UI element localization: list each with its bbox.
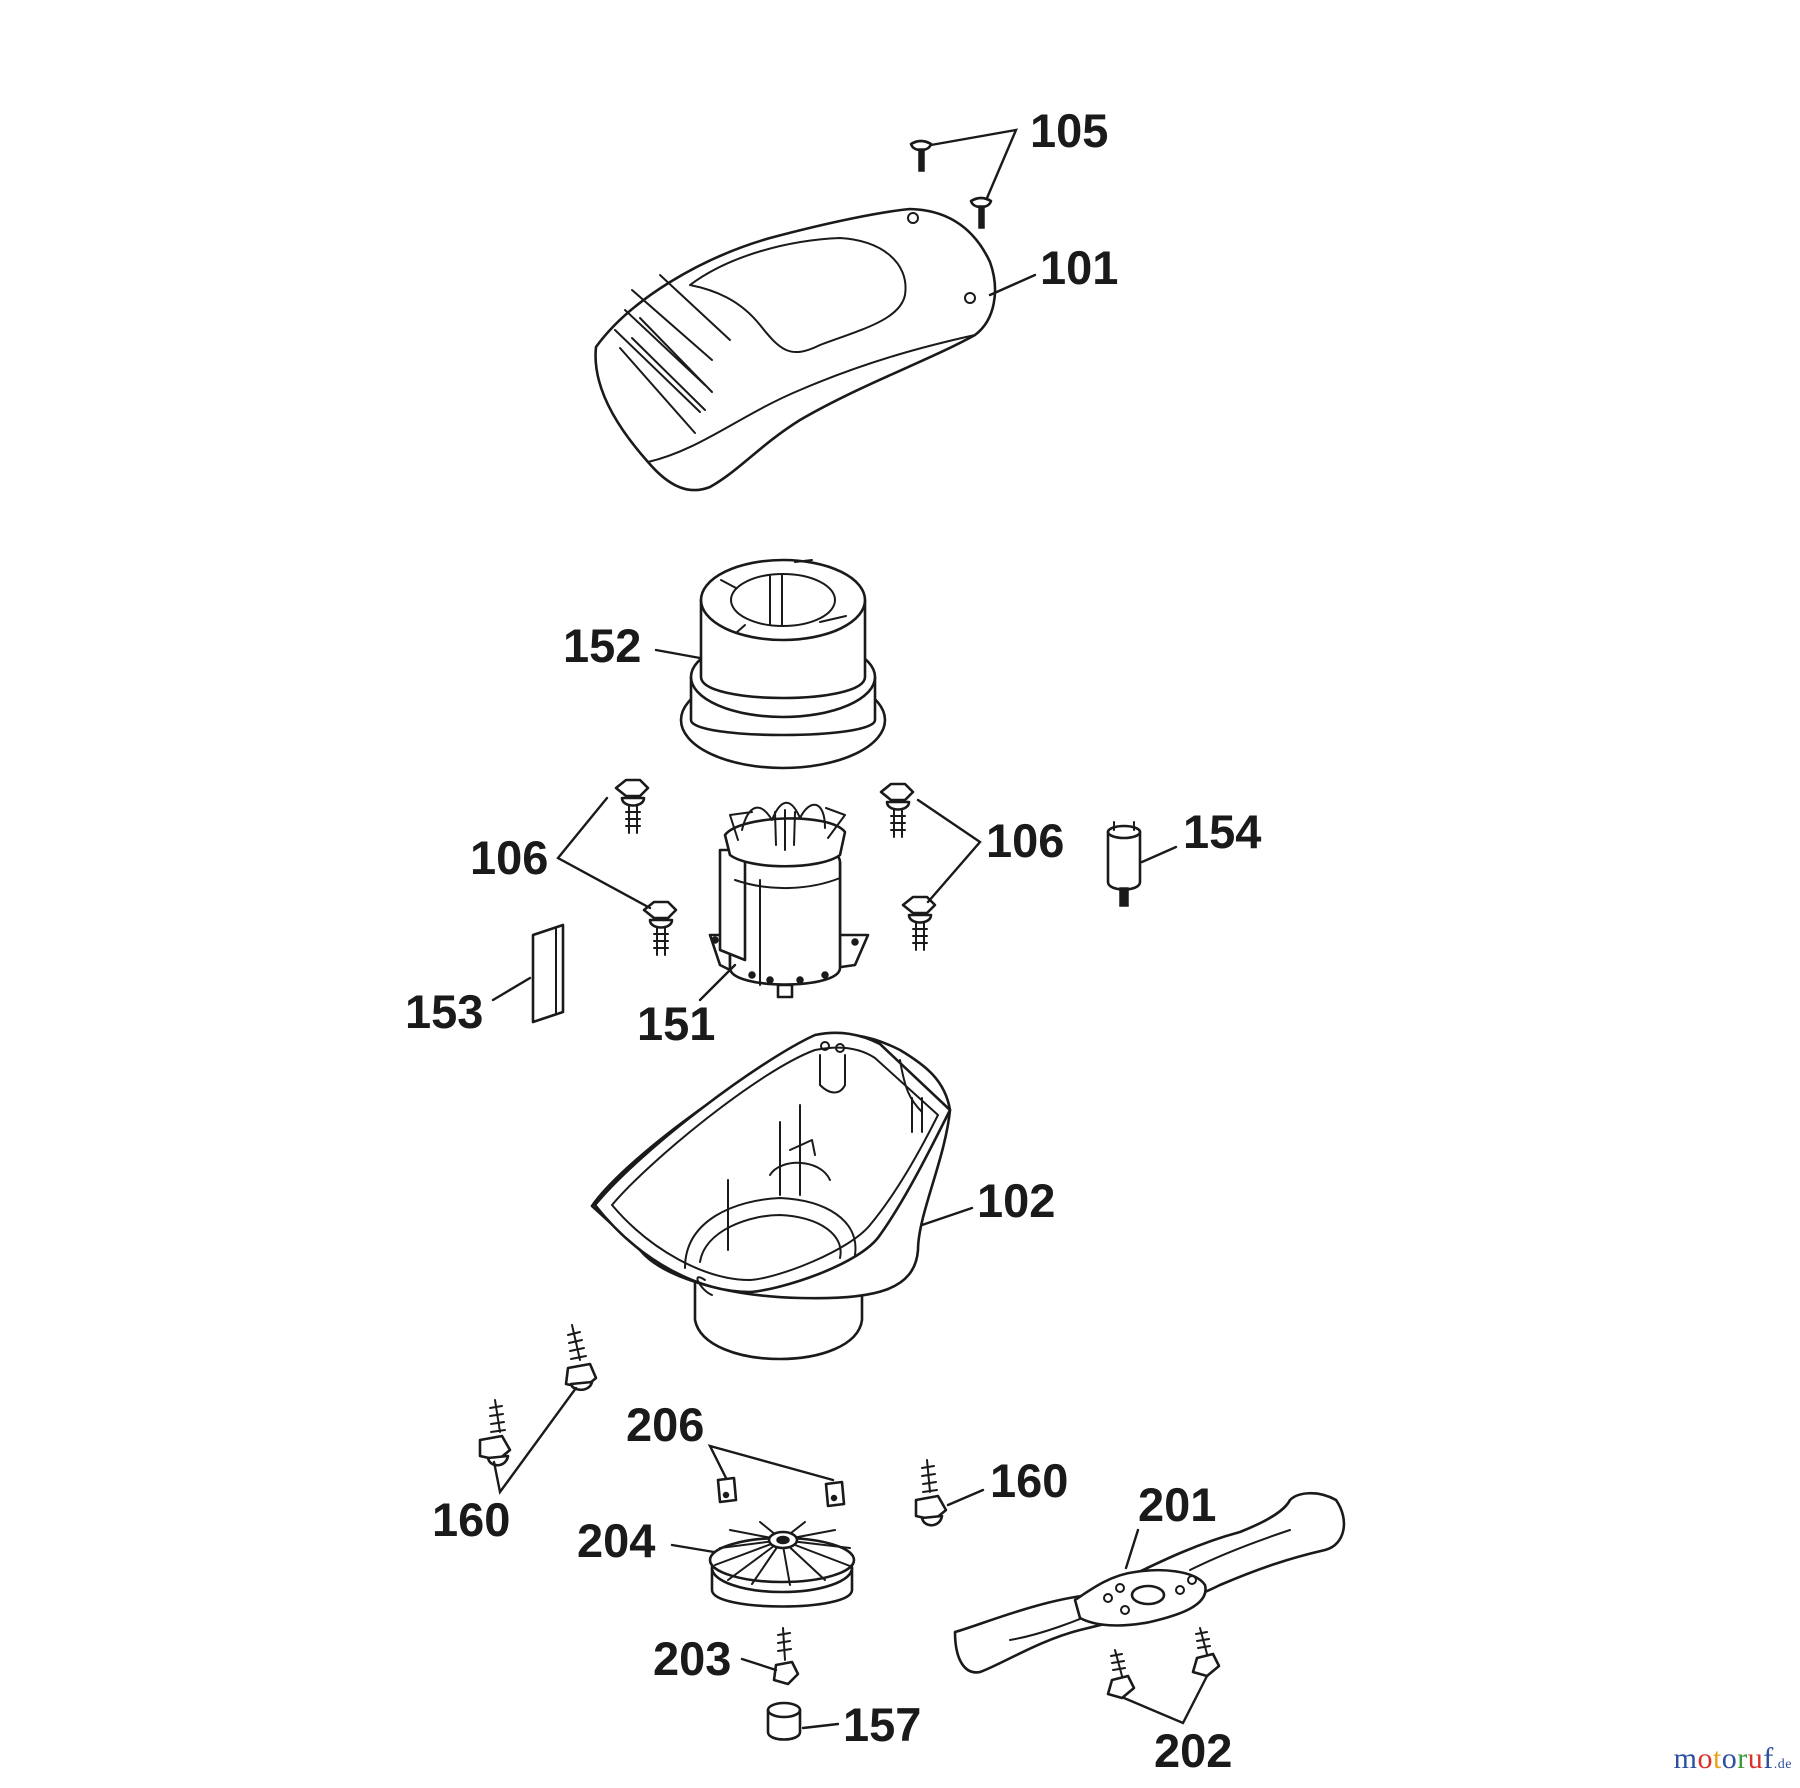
watermark-logo: motoruf.de [1674,1742,1792,1776]
leader-160-right [946,1488,985,1507]
label-160-right: 160 [990,1454,1068,1507]
label-101: 101 [1040,241,1118,294]
label-201: 201 [1138,1478,1216,1531]
label-160-left: 160 [432,1493,510,1546]
leader-106-left [556,796,652,910]
leader-206 [707,1444,835,1482]
label-105: 105 [1030,104,1108,157]
part-201-blade [953,1491,1346,1674]
leader-160-left [492,1386,578,1495]
leader-102 [920,1206,974,1227]
part-102-motor-housing [590,1031,952,1361]
watermark-letter: t [1712,1742,1722,1775]
part-101-top-cover [594,207,997,492]
label-206: 206 [626,1398,704,1451]
part-202-bolt [1191,1627,1221,1678]
part-160-screw [564,1324,598,1392]
watermark-letter: r [1737,1742,1748,1775]
part-153-plate [531,923,565,1024]
part-106-bolt [642,900,678,956]
leader-152 [654,648,702,660]
label-106-left: 106 [470,831,548,884]
part-157-cap [766,1701,802,1741]
part-206-clip [716,1476,738,1504]
label-157: 157 [843,1698,921,1751]
watermark-letter: o [1721,1742,1738,1775]
watermark-letter: f [1763,1742,1774,1775]
label-204: 204 [577,1514,655,1567]
leader-105 [929,128,1018,200]
leader-101 [988,273,1037,297]
label-102: 102 [977,1174,1055,1227]
leader-153 [491,976,532,1002]
part-202-bolt [1106,1649,1136,1700]
leader-204 [670,1543,716,1554]
part-106-bolt [879,782,915,838]
part-154-capacitor [1106,821,1142,907]
part-105-screw [969,196,993,229]
leader-201 [1124,1528,1140,1570]
leader-106-right [916,798,982,904]
part-105-screw [909,139,933,172]
part-106-bolt [901,895,937,951]
leader-154 [1140,845,1178,864]
leader-151 [698,963,737,1002]
watermark-tld: .de [1773,1757,1792,1772]
watermark-name: motoruf [1674,1742,1774,1775]
part-203-bolt [772,1627,800,1686]
leader-157 [801,1722,840,1730]
label-153: 153 [405,985,483,1038]
part-160-screw [478,1399,512,1467]
label-152: 152 [563,619,641,672]
label-151: 151 [637,997,715,1050]
part-106-bolt [614,778,650,834]
watermark-letter: o [1697,1742,1713,1775]
label-154: 154 [1183,805,1261,858]
part-152-fan-hood [679,558,887,770]
label-106-right: 106 [986,814,1064,867]
watermark-letter: m [1673,1742,1698,1775]
watermark-letter: u [1747,1742,1764,1775]
part-206-clip [824,1480,846,1508]
leader-202 [1122,1674,1209,1725]
leader-203 [740,1657,778,1672]
part-160-screw [914,1459,948,1527]
label-202: 202 [1154,1724,1232,1777]
label-203: 203 [653,1632,731,1685]
part-204-fan [708,1521,856,1608]
part-151-motor [708,801,870,999]
